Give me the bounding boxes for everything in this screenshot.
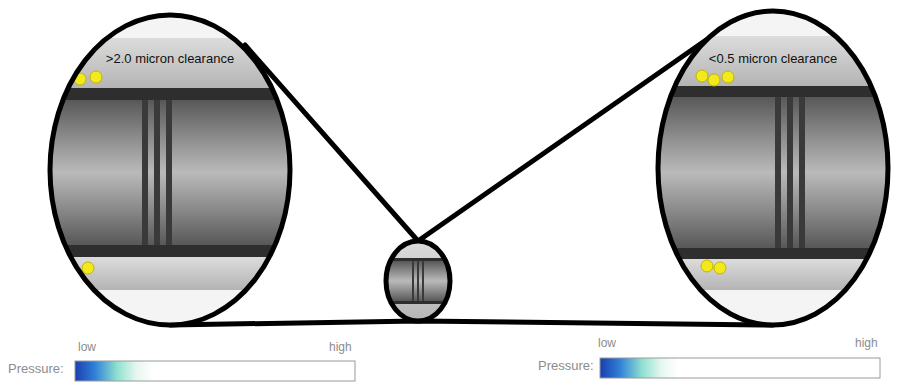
particle xyxy=(714,262,726,274)
background xyxy=(650,0,900,340)
piston-groove xyxy=(154,100,160,245)
piston-groove xyxy=(799,97,805,248)
piston-groove xyxy=(775,97,781,248)
piston-groove xyxy=(417,261,419,301)
gap-edge xyxy=(650,248,900,259)
particle xyxy=(82,262,94,274)
piston-groove xyxy=(166,100,172,245)
magnifier-line xyxy=(170,321,773,325)
pressure-scale-bar xyxy=(600,358,880,378)
bore-wall xyxy=(385,240,455,325)
scale-title: Pressure: xyxy=(538,359,594,373)
circle-outline xyxy=(50,15,290,325)
gap-edge xyxy=(40,88,310,100)
zoom-circle: <0.5 micron clearance xyxy=(655,8,891,328)
scale-end-label: high xyxy=(855,337,878,350)
clearance-label: <0.5 micron clearance xyxy=(709,52,837,66)
piston-groove xyxy=(787,97,793,248)
piston-groove xyxy=(142,100,148,245)
particle xyxy=(696,70,708,82)
piston-barrel xyxy=(40,100,310,245)
circle-outline xyxy=(658,11,888,325)
scale-end-label: low xyxy=(78,341,96,354)
piston-barrel xyxy=(385,261,455,301)
particle xyxy=(722,71,734,83)
scale-end-label: low xyxy=(598,337,616,350)
pressure-scale-bar xyxy=(75,361,355,381)
scale-title: Pressure: xyxy=(8,362,64,376)
overview-outline xyxy=(386,241,450,321)
overview-view xyxy=(385,240,455,325)
piston-groove xyxy=(422,261,424,301)
background xyxy=(40,0,310,340)
piston-barrel xyxy=(650,97,900,248)
particle xyxy=(701,260,713,272)
particle xyxy=(90,71,102,83)
gap-edge xyxy=(650,86,900,97)
cylinder-view xyxy=(650,0,900,340)
zoom-circle: >2.0 micron clearance xyxy=(47,12,293,328)
cylinder-view xyxy=(40,0,310,340)
piston-groove xyxy=(412,261,414,301)
clearance-label: >2.0 micron clearance xyxy=(106,52,234,66)
scale-end-label: high xyxy=(329,341,352,354)
particle xyxy=(708,74,720,86)
